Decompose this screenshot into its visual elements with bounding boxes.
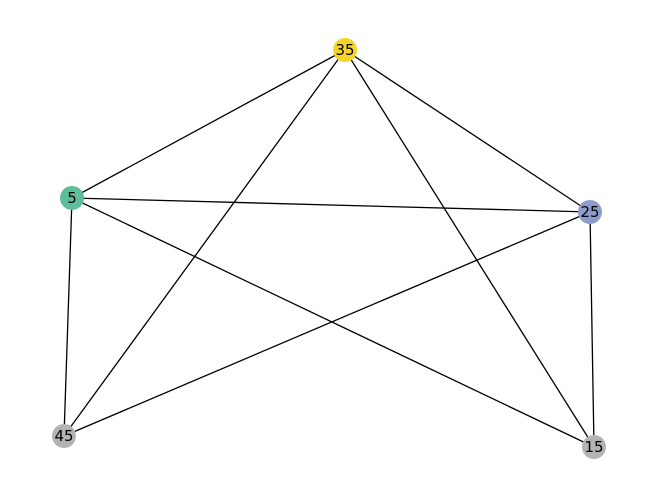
node-label-15: 15 [584, 438, 603, 456]
node-label-35: 35 [335, 41, 354, 59]
node-45: 45 [52, 424, 76, 448]
edge-5-45 [63, 197, 73, 437]
node-circle-25 [578, 200, 602, 224]
node-35: 35 [333, 38, 357, 62]
node-25: 25 [578, 200, 602, 224]
edge-25-15 [589, 211, 595, 448]
edge-35-5 [71, 49, 346, 199]
node-circle-15 [582, 435, 606, 459]
edges-layer [63, 49, 595, 448]
edge-25-45 [63, 211, 591, 437]
nodes-layer: 35 5 25 45 15 [52, 38, 606, 459]
node-label-5: 5 [67, 189, 77, 207]
node-5: 5 [60, 186, 84, 210]
edge-35-15 [344, 49, 595, 448]
node-circle-5 [60, 186, 84, 210]
edge-5-25 [71, 197, 591, 213]
node-label-45: 45 [54, 427, 73, 445]
node-15: 15 [582, 435, 606, 459]
node-circle-45 [52, 424, 76, 448]
node-label-25: 25 [580, 203, 599, 221]
edge-35-45 [63, 49, 346, 437]
edge-35-25 [344, 49, 591, 213]
node-circle-35 [333, 38, 357, 62]
edge-5-15 [71, 197, 595, 448]
